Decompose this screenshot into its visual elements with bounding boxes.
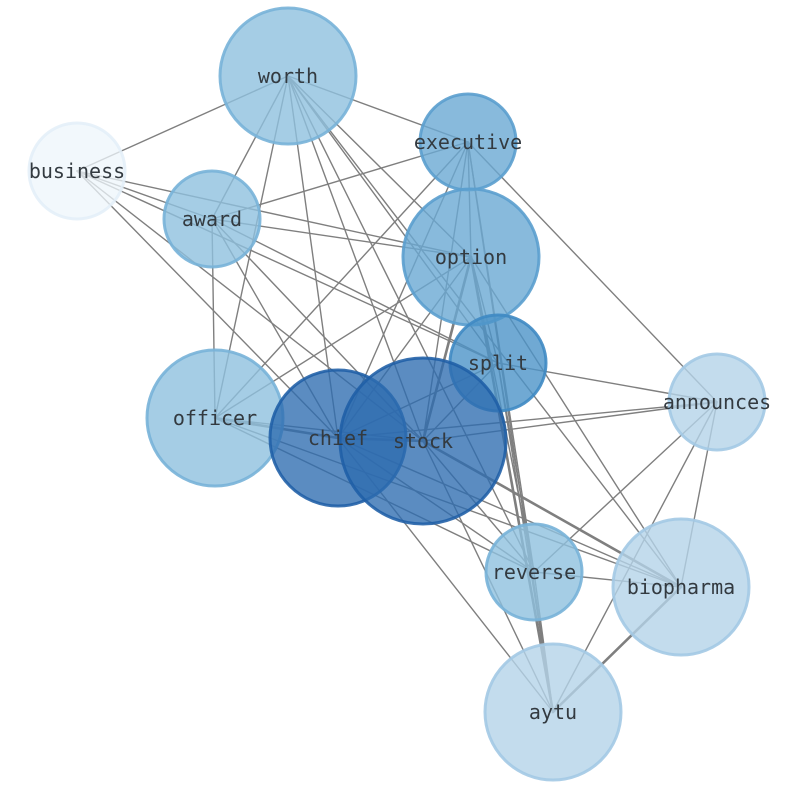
node-label-executive: executive: [414, 130, 522, 154]
node-stock[interactable]: [338, 356, 508, 526]
node-reverse[interactable]: [484, 522, 584, 622]
node-label-reverse: reverse: [492, 560, 576, 584]
node-label-chief: chief: [308, 426, 368, 450]
node-label-business: business: [29, 159, 125, 183]
node-aytu[interactable]: [483, 642, 623, 782]
node-layer: business worth executive award option split of…: [27, 6, 771, 782]
node-label-stock: stock: [393, 429, 453, 453]
label-layer: business worth executive award option split of…: [29, 64, 771, 724]
node-label-aytu: aytu: [529, 700, 577, 724]
node-biopharma[interactable]: [611, 517, 751, 657]
edge-business-split: [76, 170, 499, 364]
node-label-biopharma: biopharma: [627, 575, 735, 599]
edge-executive-announces: [467, 141, 718, 403]
node-label-option: option: [435, 245, 507, 269]
node-worth[interactable]: [218, 6, 358, 146]
node-label-worth: worth: [258, 64, 318, 88]
node-label-announces: announces: [663, 390, 771, 414]
node-award[interactable]: [162, 169, 262, 269]
node-label-split: split: [468, 351, 528, 375]
node-label-award: award: [182, 207, 242, 231]
node-announces[interactable]: [667, 352, 767, 452]
node-label-officer: officer: [173, 406, 257, 430]
node-business[interactable]: [27, 121, 127, 221]
